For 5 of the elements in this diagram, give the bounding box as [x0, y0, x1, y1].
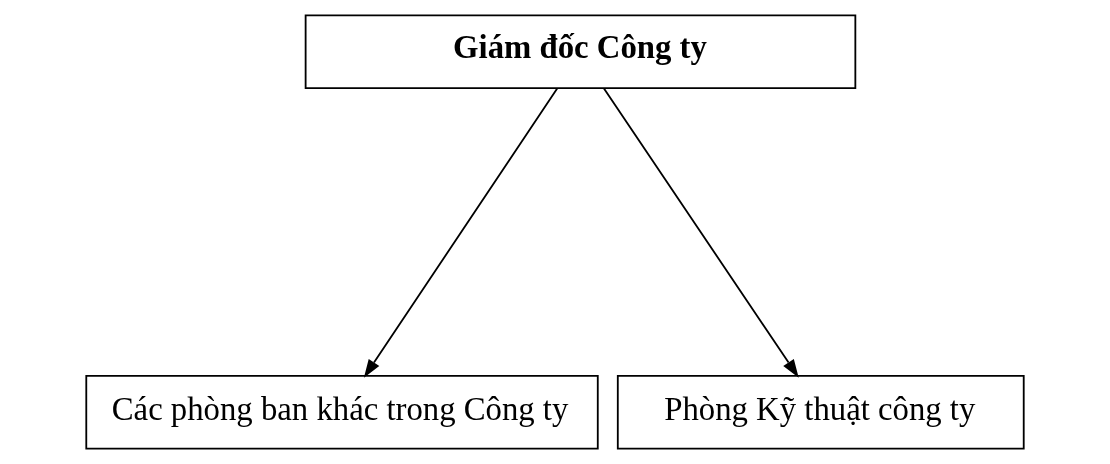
node-box: Giám đốc Công ty [304, 14, 857, 90]
arrow [363, 87, 559, 378]
arrow [603, 87, 799, 378]
node-box: Các phòng ban khác trong Công ty [85, 374, 599, 450]
node-box: Phòng Kỹ thuật công ty [616, 374, 1025, 450]
